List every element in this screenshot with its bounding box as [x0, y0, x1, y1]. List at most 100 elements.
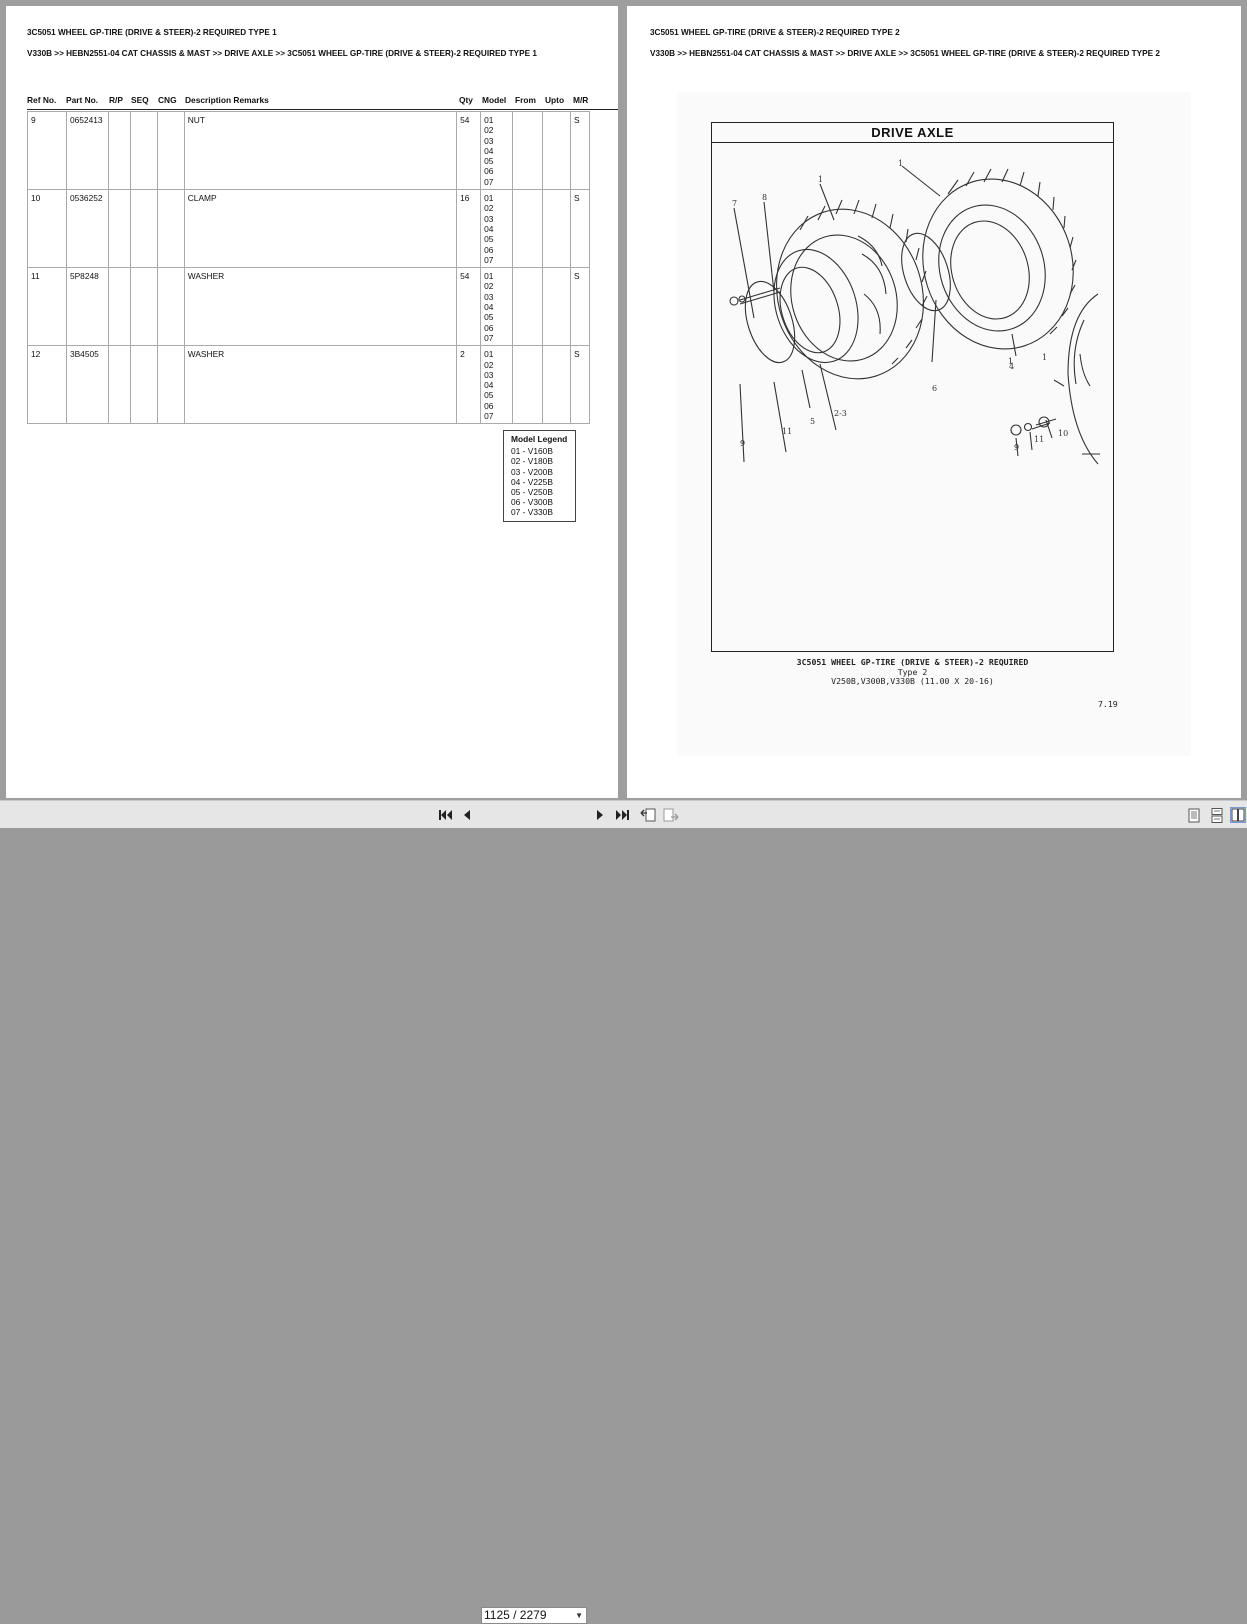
model-code: 03	[484, 213, 494, 224]
col-cng: CNG	[158, 95, 177, 105]
callout-label: 1	[898, 159, 903, 168]
single-page-view-icon[interactable]	[1186, 807, 1202, 823]
cng-cell	[156, 267, 185, 347]
legend-item: 05 - V250B	[511, 487, 553, 498]
callout-label: 10	[1058, 429, 1068, 438]
model-code: 01	[484, 193, 494, 204]
page-number-field[interactable]: 1125 / 2279 ▼	[481, 1607, 587, 1624]
callout-label: 9	[740, 439, 745, 448]
seq-cell	[129, 189, 158, 269]
two-page-view-icon[interactable]	[1230, 807, 1246, 823]
description-cell: WASHER	[183, 345, 458, 425]
callout-label: 7	[732, 199, 737, 208]
description-cell: NUT	[183, 110, 458, 191]
front-tire	[775, 199, 928, 380]
legend-item: 04 - V225B	[511, 476, 553, 487]
legend-item: 07 - V330B	[511, 507, 553, 518]
mr-cell: S	[569, 189, 591, 269]
qty-cell: 2	[456, 345, 482, 425]
rp-cell	[107, 189, 131, 269]
cng-cell	[156, 189, 185, 269]
description-cell: CLAMP	[183, 189, 458, 269]
model-code: 01	[484, 271, 494, 282]
model-code: 04	[484, 302, 494, 313]
seq-cell	[129, 267, 158, 347]
model-code: 07	[484, 176, 494, 187]
scanned-diagram: DRIVE AXLE	[677, 92, 1191, 756]
next-page-icon[interactable]	[592, 807, 608, 823]
callout-label: 11	[1034, 435, 1044, 444]
callout-label: 6	[932, 384, 937, 393]
model-code: 02	[484, 125, 494, 136]
callout-label: 9	[1014, 443, 1019, 452]
model-legend: Model Legend 01 - V160B 02 - V180B 03 - …	[503, 430, 576, 522]
legend-item: 03 - V200B	[511, 466, 553, 477]
model-code: 03	[484, 369, 494, 380]
model-code: 07	[484, 254, 494, 265]
col-rp: R/P	[109, 95, 123, 105]
prev-page-icon[interactable]	[459, 807, 475, 823]
seq-cell	[129, 110, 158, 191]
from-cell	[512, 110, 543, 191]
diagram-caption-type: Type 2	[897, 667, 928, 677]
chevron-down-icon[interactable]: ▼	[575, 1611, 583, 1620]
seq-cell	[129, 345, 158, 425]
col-from: From	[515, 95, 536, 105]
col-qty: Qty	[459, 95, 473, 105]
qty-cell: 54	[456, 110, 482, 191]
model-code: 07	[484, 332, 494, 343]
model-code: 03	[484, 135, 494, 146]
qty-cell: 54	[456, 267, 482, 347]
cng-cell	[156, 345, 185, 425]
ref-no-cell: 11	[27, 267, 67, 347]
model-legend-title: Model Legend	[511, 434, 568, 444]
next-view-icon[interactable]	[663, 807, 679, 823]
callout-label: 5	[810, 417, 815, 426]
qty-cell: 16	[456, 189, 482, 269]
model-code: 06	[484, 400, 494, 411]
diagram-caption-models: V250B,V300B,V330B (11.00 X 20-16)	[831, 676, 994, 686]
right-page: 3C5051 WHEEL GP-TIRE (DRIVE & STEER)-2 R…	[627, 6, 1241, 798]
callout-label: 1	[1008, 357, 1013, 366]
col-mr: M/R	[573, 95, 589, 105]
rp-cell	[107, 110, 131, 191]
mr-cell: S	[569, 110, 591, 191]
col-seq: SEQ	[131, 95, 149, 105]
ref-no-cell: 9	[27, 110, 67, 191]
upto-cell	[542, 345, 571, 425]
col-ref-no: Ref No.	[27, 95, 57, 105]
from-cell	[512, 345, 543, 425]
col-model: Model	[482, 95, 507, 105]
page-title: 3C5051 WHEEL GP-TIRE (DRIVE & STEER)-2 R…	[27, 28, 277, 37]
col-part-no: Part No.	[66, 95, 99, 105]
rear-tire	[922, 168, 1077, 350]
continuous-view-icon[interactable]	[1209, 807, 1225, 823]
ref-no-cell: 10	[27, 189, 67, 269]
model-code: 07	[484, 411, 494, 422]
col-upto: Upto	[545, 95, 565, 105]
diagram-frame: DRIVE AXLE	[711, 122, 1114, 652]
document-viewer[interactable]: 3C5051 WHEEL GP-TIRE (DRIVE & STEER)-2 R…	[0, 0, 1247, 800]
model-code: 01	[484, 349, 494, 360]
exploded-wheel-drawing: 1 1 7 8 1 4 6 5 2-3 11 9 1 10 11	[729, 159, 1100, 465]
breadcrumb: V330B >> HEBN2551-04 CAT CHASSIS & MAST …	[650, 49, 1160, 58]
part-no-cell: 5P8248	[65, 267, 109, 347]
page-number-value: 1125 / 2279	[484, 1608, 547, 1622]
model-code: 04	[484, 223, 494, 234]
model-code: 05	[484, 390, 494, 401]
model-code: 06	[484, 244, 494, 255]
part-no-cell: 0536252	[65, 189, 109, 269]
model-code: 06	[484, 166, 494, 177]
previous-view-icon[interactable]	[640, 807, 656, 823]
navigation-toolbar: 1125 / 2279 ▼	[0, 800, 1247, 1624]
first-page-icon[interactable]	[438, 807, 454, 823]
model-code: 05	[484, 234, 494, 245]
breadcrumb: V330B >> HEBN2551-04 CAT CHASSIS & MAST …	[27, 49, 537, 58]
model-code: 02	[484, 203, 494, 214]
diagram-caption: 3C5051 WHEEL GP-TIRE (DRIVE & STEER)-2 R…	[796, 657, 1029, 667]
last-page-icon[interactable]	[614, 807, 630, 823]
